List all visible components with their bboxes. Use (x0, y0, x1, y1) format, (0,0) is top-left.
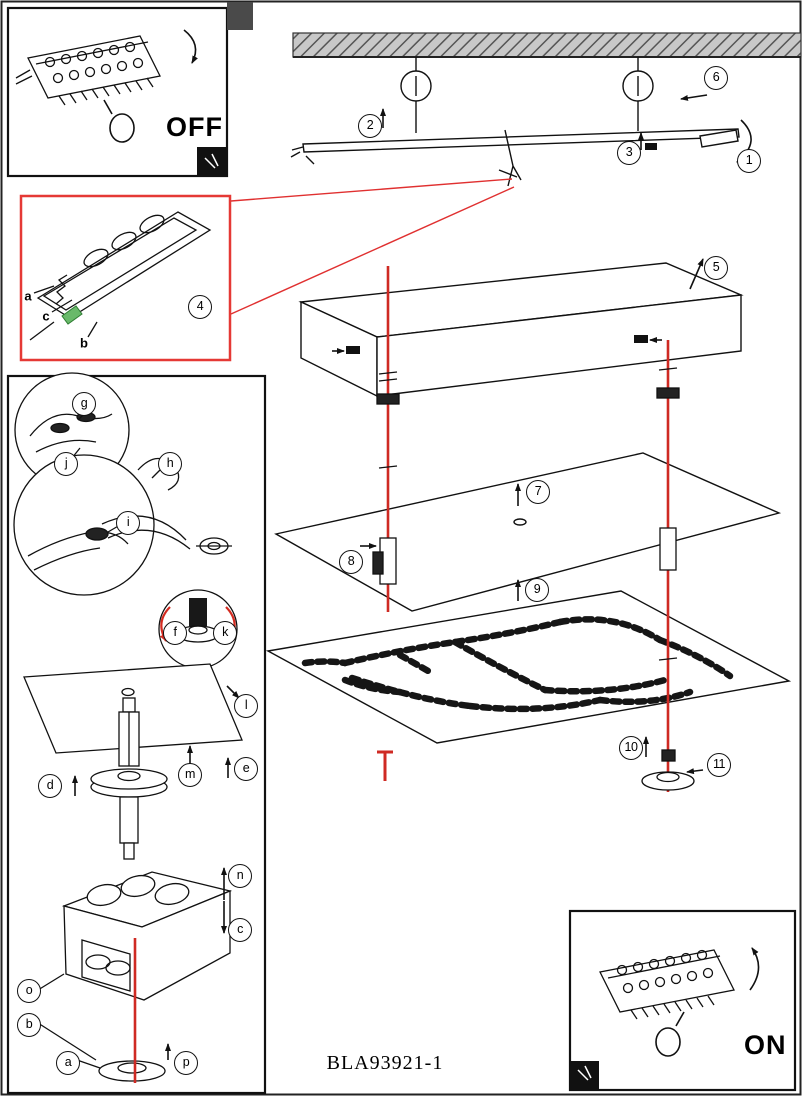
curved-arrow-icon (183, 29, 198, 64)
terminal-block-off (15, 35, 161, 106)
part-callout-l: l (234, 694, 258, 718)
model-number: BLA93921-1 (326, 1052, 444, 1074)
part-callout-b: b (17, 1013, 41, 1037)
step-callout-5: 5 (704, 256, 728, 280)
step-callout-3: 3 (617, 141, 641, 165)
detail-leader-lines (230, 178, 515, 315)
on-label: ON (744, 1030, 787, 1060)
mounting-rail (290, 57, 740, 187)
cord-grip (377, 750, 393, 781)
ceiling-hatch (292, 32, 802, 58)
step-callout-8: 8 (339, 550, 363, 574)
part-callout-m: m (178, 763, 202, 787)
left-inset-border (6, 374, 267, 1095)
terminal-block-on (599, 949, 735, 1020)
step-callout-6: 6 (704, 66, 728, 90)
part-callout-o: o (17, 979, 41, 1003)
step-callout-4: 4 (188, 295, 212, 319)
cord-detail-circles (13, 372, 232, 596)
part-callout-f: f (163, 621, 187, 645)
red-detail-box (19, 194, 232, 362)
part-callout-d: d (38, 774, 62, 798)
step-callout-7: 7 (526, 480, 550, 504)
part-callout-h: h (158, 452, 182, 476)
rail-detail-art (29, 211, 212, 341)
inline-label-b: b (80, 335, 88, 351)
part-callout-c: c (228, 918, 252, 942)
hanger-rod-right (641, 340, 704, 792)
inline-label-c: c (42, 308, 50, 324)
rail-direction-arrows (380, 94, 708, 150)
inline-label-a: a (24, 288, 32, 304)
part-callout-g: g (72, 392, 96, 416)
step-callout-1: 1 (737, 149, 761, 173)
curved-arrow-icon (749, 947, 760, 991)
step-callout-2: 2 (358, 114, 382, 138)
driver-assembly (37, 867, 233, 1082)
corner-tab-on (571, 1061, 599, 1090)
part-callout-p: p (174, 1051, 198, 1075)
step-callout-11: 11 (707, 753, 731, 777)
part-callout-a: a (56, 1051, 80, 1075)
hanger-rod-left (360, 266, 400, 612)
part-callout-n: n (228, 864, 252, 888)
pointing-hand-icon (655, 1011, 685, 1057)
canopy-box (298, 258, 744, 398)
part-callout-e: e (234, 757, 258, 781)
corner-tab-off (197, 147, 227, 176)
decorative-panel (265, 590, 792, 744)
off-label: OFF (166, 112, 223, 142)
part-callout-k: k (213, 621, 237, 645)
step-callout-9: 9 (525, 578, 549, 602)
part-callout-j: j (54, 452, 78, 476)
off-inset-box (6, 2, 253, 178)
ground-wire-part (61, 305, 83, 325)
spindle-assembly (72, 697, 231, 860)
corner-tab-top (227, 2, 253, 30)
on-inset-box (568, 909, 797, 1092)
pointing-hand-icon (103, 99, 135, 143)
part-callout-i: i (116, 511, 140, 535)
diffuser-panel (274, 452, 782, 612)
step-callout-10: 10 (619, 736, 643, 760)
